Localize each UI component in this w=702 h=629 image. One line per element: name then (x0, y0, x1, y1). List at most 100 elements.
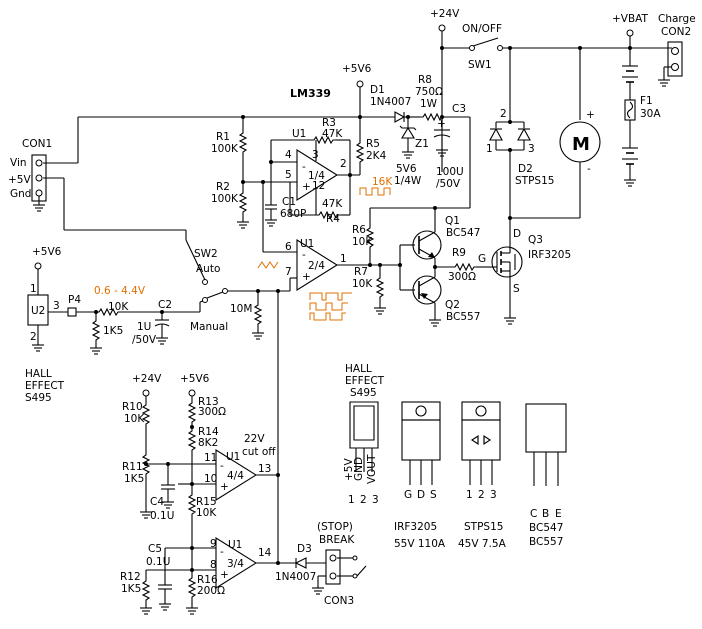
svg-text:-: - (587, 163, 591, 175)
comparator-u1c (215, 449, 258, 501)
svg-text:EFFECT: EFFECT (25, 380, 65, 392)
svg-text:U1: U1 (292, 128, 306, 140)
svg-text:2: 2 (30, 331, 37, 343)
pwm-section: - + 2/4 U1 6 7 1 R6 10K R7 10K Q1 BC547 (285, 116, 571, 327)
d2-label: D2 (518, 163, 533, 175)
svg-text:-: - (302, 249, 306, 261)
svg-text:1: 1 (486, 143, 493, 155)
svg-text:R11: R11 (122, 461, 143, 473)
svg-text:R9: R9 (452, 247, 466, 259)
svg-text:7: 7 (285, 266, 292, 278)
svg-text:STPS15: STPS15 (464, 521, 503, 533)
svg-text:+24V: +24V (132, 373, 162, 385)
svg-text:2: 2 (500, 108, 507, 120)
z1-power: 1/4W (394, 175, 422, 187)
v24-label: +24V (430, 8, 460, 20)
svg-text:10K: 10K (352, 236, 373, 248)
svg-text:B: B (542, 508, 549, 520)
con1-label: CON1 (22, 138, 52, 150)
svg-text:CON3: CON3 (324, 595, 354, 607)
svg-text:680P: 680P (280, 208, 306, 220)
svg-text:BREAK: BREAK (319, 534, 355, 546)
r8-power: 1W (420, 98, 438, 110)
svg-text:+5V: +5V (8, 174, 31, 186)
sw2-switch: SW2 Auto Manual (185, 239, 228, 333)
diode-d3: D3 1N4007 (275, 543, 316, 583)
svg-text:Auto: Auto (196, 263, 220, 275)
svg-text:R12: R12 (120, 571, 141, 583)
voltage-range-label: 0.6 - 4.4V (94, 285, 146, 297)
svg-text:8: 8 (210, 559, 217, 571)
svg-text:+5V6: +5V6 (32, 246, 62, 258)
package-bc547: C B E BC547 BC557 (525, 403, 567, 548)
svg-text:C2: C2 (158, 299, 172, 311)
con1-connector: CON1 Vin +5V Gnd (8, 117, 187, 240)
svg-text:6: 6 (285, 241, 292, 253)
svg-text:300Ω: 300Ω (448, 271, 476, 283)
svg-text:1K5: 1K5 (124, 473, 144, 485)
svg-text:5: 5 (285, 169, 292, 181)
sw1-switch: ON/OFF SW1 (462, 23, 503, 71)
svg-text:12: 12 (312, 180, 325, 192)
motor: M + - (559, 48, 601, 218)
svg-text:3/4: 3/4 (227, 558, 244, 570)
svg-text:IRF3205: IRF3205 (528, 249, 571, 261)
svg-text:Q3: Q3 (528, 234, 543, 246)
svg-text:R7: R7 (354, 266, 368, 278)
svg-text:P4: P4 (68, 294, 81, 306)
svg-text:G: G (404, 489, 412, 501)
svg-text:22V: 22V (244, 433, 265, 445)
svg-text:R3: R3 (322, 117, 336, 129)
comparator-u1d (215, 537, 258, 589)
svg-text:2/4: 2/4 (308, 260, 325, 272)
lm339-label: LM339 (290, 87, 331, 100)
svg-text:D: D (417, 489, 425, 501)
d2-value: STPS15 (515, 175, 554, 187)
svg-text:R10: R10 (122, 401, 143, 413)
svg-text:2: 2 (360, 494, 367, 506)
speed-input-section: +5V6 1 U2 2 3 P4 0.6 - 4.4V 10K 1K5 C2 1… (25, 239, 297, 562)
battery-lower (622, 120, 638, 187)
svg-text:R1: R1 (216, 131, 230, 143)
svg-text:+5V6: +5V6 (180, 373, 210, 385)
svg-text:2: 2 (478, 489, 485, 501)
svg-text:3: 3 (372, 494, 379, 506)
transistor-q1: Q1 BC547 (412, 206, 480, 260)
svg-text:U1: U1 (228, 539, 242, 551)
oscillator-section: R1 100K R2 100K - + 1/4 U1 3 12 4 5 2 C1… (211, 117, 393, 269)
package-hall: HALL EFFECT S495 +5V GND VOUT 1 2 3 (343, 363, 385, 506)
con3-connector: (STOP) BREAK CON3 (311, 521, 367, 607)
svg-text:(STOP): (STOP) (317, 521, 353, 533)
svg-text:/50V: /50V (132, 334, 157, 346)
svg-text:1: 1 (466, 489, 473, 501)
svg-text:C: C (530, 508, 537, 520)
brake-section: - + 3/4 U1 9 8 14 C5 0.1U R12 1K5 R16 20… (120, 521, 367, 615)
svg-text:1/4: 1/4 (308, 170, 325, 182)
svg-text:+: + (220, 481, 229, 493)
svg-text:HALL: HALL (345, 363, 372, 375)
svg-text:10K: 10K (108, 301, 129, 313)
svg-text:Q2: Q2 (445, 299, 460, 311)
svg-text:2K4: 2K4 (366, 150, 387, 162)
svg-text:2: 2 (340, 158, 347, 170)
package-stps15: 1 2 3 STPS15 45V 7.5A (458, 401, 507, 550)
power-section: +24V ON/OFF SW1 +VBAT Charge CON2 F1 30A (430, 8, 696, 220)
v5v6-top-label: +5V6 (342, 63, 372, 75)
svg-text:3: 3 (490, 489, 497, 501)
d1-value: 1N4007 (370, 96, 411, 108)
c3-voltage: /50V (436, 178, 461, 190)
svg-text:S495: S495 (25, 392, 52, 404)
svg-text:13: 13 (258, 463, 271, 475)
v24-terminal (438, 24, 446, 32)
svg-text:1K5: 1K5 (103, 325, 123, 337)
r8-label: R8 (418, 74, 432, 86)
svg-text:+: + (220, 569, 229, 581)
svg-text:D3: D3 (297, 543, 312, 555)
svg-text:10K: 10K (352, 278, 373, 290)
svg-text:55V 110A: 55V 110A (394, 538, 446, 550)
svg-text:BC547: BC547 (446, 227, 480, 239)
regulator-section: +5V6 LM339 D1 1N4007 R8 750Ω 1W Z1 5V6 1… (78, 63, 466, 190)
svg-text:Q1: Q1 (445, 215, 460, 227)
svg-text:8K2: 8K2 (198, 437, 218, 449)
